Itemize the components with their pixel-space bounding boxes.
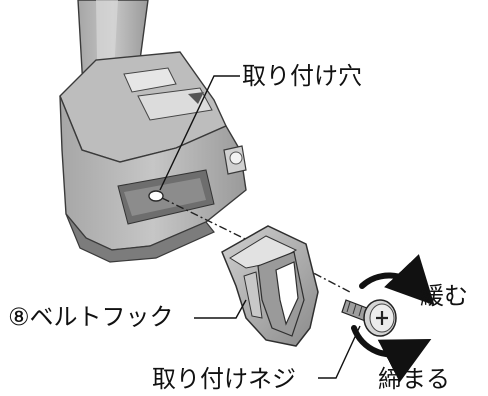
leader-lines (159, 75, 361, 379)
label-loosen: 緩む (420, 282, 468, 310)
tighten-arrow (351, 325, 432, 383)
label-belt-hook: ⑧ベルトフック (8, 303, 174, 331)
label-tighten: 締まる (378, 365, 450, 393)
belt-hook (221, 225, 319, 347)
label-mounting-hole: 取り付け穴 (242, 62, 362, 90)
leader-belt-hook (194, 299, 247, 319)
loosen-arrow (359, 254, 435, 306)
alignment-line (161, 197, 351, 293)
leader-mounting-screw (318, 325, 361, 379)
mounting-hole (148, 190, 164, 202)
rotation-arrows (351, 254, 435, 383)
mounting-screw (341, 299, 397, 337)
label-plate (123, 67, 177, 93)
tool-body (59, 0, 247, 263)
leader-mounting-hole (159, 75, 240, 191)
label-mounting-screw: 取り付けネジ (152, 365, 296, 393)
